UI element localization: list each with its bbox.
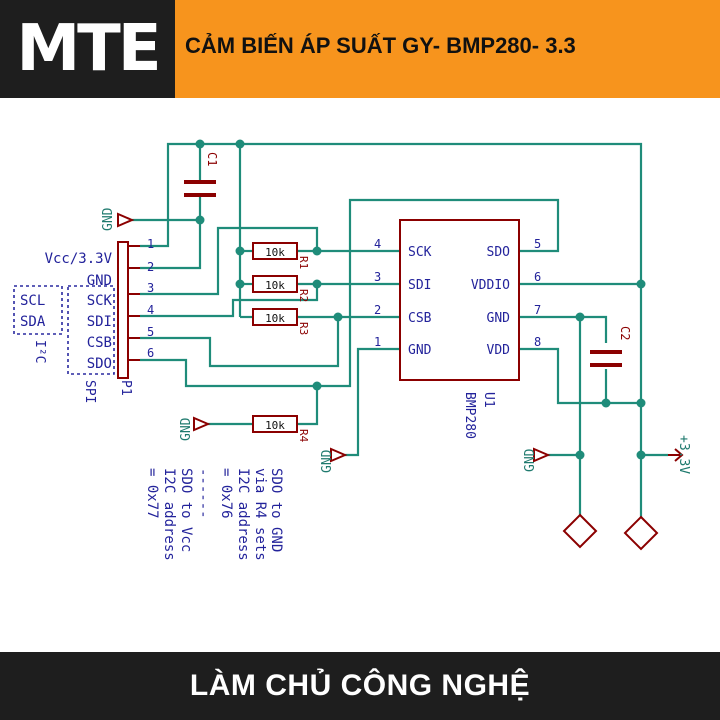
header-banner: MTE CẢM BIẾN ÁP SUẤT GY- BMP280- 3.3 <box>0 0 720 98</box>
connector-pin-4: 4 <box>147 303 154 317</box>
resistor-r1: 10k R1 <box>252 242 310 269</box>
footer-slogan: LÀM CHỦ CÔNG NGHỆ <box>189 669 531 702</box>
ic-pin-label-vdd: VDD <box>487 343 511 358</box>
note-divider: ------ <box>195 468 211 519</box>
svg-text:C1: C1 <box>205 152 219 166</box>
power-flag-left <box>562 513 598 549</box>
ic-pin-num-7: 7 <box>534 303 541 317</box>
capacitor-c2: C2 <box>590 326 632 367</box>
svg-text:R2: R2 <box>297 289 310 302</box>
logo: MTE <box>0 0 175 98</box>
ic-pin-num-8: 8 <box>534 335 541 349</box>
svg-text:I2C address: I2C address <box>161 468 177 561</box>
svg-text:SDO to Vcc: SDO to Vcc <box>178 468 194 552</box>
svg-text:GND: GND <box>320 449 335 473</box>
gnd-symbol-top: GND <box>101 207 135 231</box>
svg-text:R1: R1 <box>297 256 310 269</box>
ic-ref: U1 <box>481 392 496 408</box>
connector-label-sck: SCK <box>87 293 113 309</box>
connector-label-gnd: GND <box>87 273 112 289</box>
connector-label-sdi: SDI <box>87 314 112 330</box>
svg-text:SDO to GND: SDO to GND <box>268 468 284 552</box>
svg-text:10k: 10k <box>265 419 285 432</box>
connector-pin-1: 1 <box>147 237 154 251</box>
ic-bmp280: SCK SDI CSB GND SDO VDDIO GND VDD 4 3 2 … <box>374 219 541 439</box>
i2c-sda-label: SDA <box>20 314 46 330</box>
i2c-scl-label: SCL <box>20 293 45 309</box>
ic-pin-num-1: 1 <box>374 335 381 349</box>
i2c-label: I²C <box>32 340 47 363</box>
footer-banner: LÀM CHỦ CÔNG NGHỆ <box>0 652 720 720</box>
svg-text:GND: GND <box>523 448 538 472</box>
spi-group: SPI <box>67 285 115 403</box>
connector-label-csb: CSB <box>87 335 112 351</box>
svg-text:10k: 10k <box>265 279 285 292</box>
svg-text:= 0x77: = 0x77 <box>144 468 160 519</box>
vcc-symbol: +3.3V <box>668 435 691 474</box>
gnd-symbol-right: GND <box>523 447 551 472</box>
svg-text:10k: 10k <box>265 246 285 259</box>
svg-text:C2: C2 <box>618 326 632 340</box>
ic-pin-num-3: 3 <box>374 270 381 284</box>
svg-text:I2C address: I2C address <box>235 468 251 561</box>
svg-text:10k: 10k <box>265 312 285 325</box>
connector-pin-2: 2 <box>147 260 154 274</box>
svg-text:R4: R4 <box>297 429 310 443</box>
logo-text: MTE <box>16 12 161 86</box>
ic-pin-num-5: 5 <box>534 237 541 251</box>
connector-label-sdo: SDO <box>87 356 112 372</box>
connector-pin-3: 3 <box>147 281 154 295</box>
ic-part: BMP280 <box>462 392 477 439</box>
ic-pin-label-sdi: SDI <box>408 278 431 293</box>
resistor-r2: 10k R2 <box>252 275 310 302</box>
note-sdo-gnd: SDO to GND via R4 sets I2C address = 0x7… <box>218 468 284 561</box>
capacitor-c1: C1 <box>184 152 219 197</box>
ic-pin-num-4: 4 <box>374 237 381 251</box>
svg-text:GND: GND <box>179 417 194 441</box>
ic-pin-label-csb: CSB <box>408 311 432 326</box>
power-flag-right <box>623 515 659 551</box>
ic-pin-label-gnd2: GND <box>487 311 511 326</box>
gnd-symbol-r4: GND <box>179 416 211 441</box>
connector-label-vcc: Vcc/3.3V <box>45 251 113 267</box>
ic-pin-num-2: 2 <box>374 303 381 317</box>
connector-pin-5: 5 <box>147 325 154 339</box>
ic-pin-num-6: 6 <box>534 270 541 284</box>
wires <box>132 139 668 517</box>
gnd-symbol-ic: GND <box>320 447 348 473</box>
spi-label: SPI <box>82 380 97 403</box>
schematic-diagram: GND GND GND GND +3.3V C1 C2 10k R1 10k R… <box>13 139 691 561</box>
page-title: CẢM BIẾN ÁP SUẤT GY- BMP280- 3.3 <box>185 33 576 58</box>
note-sdo-vcc: SDO to Vcc I2C address = 0x77 <box>144 468 194 561</box>
svg-text:= 0x76: = 0x76 <box>218 468 234 519</box>
ic-pin-label-gnd: GND <box>408 343 432 358</box>
connector-p1: 1 2 3 4 5 6 Vcc/3.3V GND SCK SDI CSB SDO… <box>45 237 155 396</box>
ic-pin-label-sck: SCK <box>408 245 432 260</box>
resistor-r3: 10k R3 <box>252 308 310 335</box>
svg-text:GND: GND <box>101 207 116 231</box>
ic-pin-label-vddio: VDDIO <box>471 278 510 293</box>
resistor-r4: 10k R4 <box>252 415 310 443</box>
svg-text:R3: R3 <box>297 322 310 335</box>
svg-text:+3.3V: +3.3V <box>676 435 691 474</box>
connector-pin-6: 6 <box>147 346 154 360</box>
ic-pin-label-sdo: SDO <box>487 245 511 260</box>
i2c-group: SCL SDA I²C <box>13 285 63 363</box>
svg-text:via R4 sets: via R4 sets <box>252 468 268 561</box>
connector-ref: P1 <box>118 380 133 396</box>
